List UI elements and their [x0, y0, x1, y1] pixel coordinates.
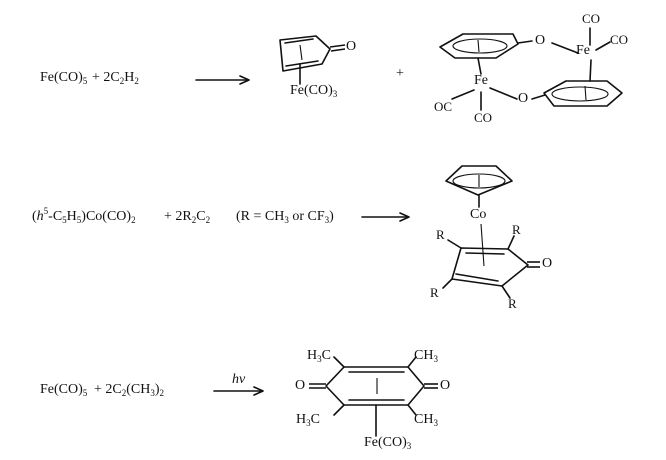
dimer-carbonyl-bottom-1: OC	[434, 99, 453, 114]
reaction-arrow-2-head	[399, 212, 410, 222]
reaction2-product-oxo-label: O	[542, 256, 553, 271]
cyclopentadienone-dimer-rings	[439, 27, 623, 111]
tetrasubstituted-cyclopentadienone-ring	[442, 223, 540, 299]
reaction2-reagent-cpco: (h5-C5H5)Co(CO)2	[32, 206, 136, 225]
dimer-oxygen-top: O	[535, 33, 546, 48]
dimer-carbonyl-bottom-2: CO	[474, 110, 493, 125]
reaction2-product-r-top-left: R	[436, 227, 445, 242]
reaction-arrow-1-head	[239, 75, 250, 85]
reaction3-oxo-right: O	[440, 378, 451, 393]
dimer-iron-top: Fe	[576, 43, 590, 58]
reaction1-product1-metal-label: Fe(CO)3	[290, 83, 338, 99]
dimer-oxygen-bottom: O	[518, 91, 529, 106]
reaction3-condition-light: hv	[232, 372, 246, 387]
reaction2-product-r-bottom-left: R	[430, 285, 439, 300]
reaction3-reagent-iron-pentacarbonyl: Fe(CO)5	[40, 382, 88, 398]
reaction1-reagent-acetylene: + 2C2H2	[92, 70, 139, 86]
reaction2-condition: (R = CH3 or CF3)	[236, 209, 334, 225]
reaction3-methyl-bottom-right: CH3	[414, 412, 438, 428]
reaction-arrow-3-head	[253, 386, 264, 396]
reaction1-plus-sign: +	[396, 66, 404, 81]
reaction3-reagent-butyne: + 2C2(CH3)2	[94, 382, 165, 398]
duroquinone-ring	[309, 356, 438, 437]
cyclopentadienone-ring	[279, 35, 346, 85]
reaction2-product-r-top-right: R	[512, 222, 521, 237]
dimer-carbonyl-top-2: CO	[610, 32, 629, 47]
dimer-iron-bottom: Fe	[474, 73, 488, 88]
reaction3-methyl-top-right: CH3	[414, 348, 438, 364]
reaction1-reagent-iron-pentacarbonyl: Fe(CO)5	[40, 70, 88, 86]
reaction3-methyl-bottom-left: H3C	[296, 412, 320, 428]
reaction1-product1-oxo-label: O	[346, 39, 357, 54]
reaction3-product-metal-label: Fe(CO)3	[364, 435, 412, 451]
dimer-carbonyl-top-1: CO	[582, 11, 601, 26]
reaction3-oxo-left: O	[295, 378, 306, 393]
reaction2-product-cobalt-label: Co	[470, 207, 487, 222]
reaction2-product-r-bottom-right: R	[508, 296, 517, 311]
cyclopentadienyl-cobalt-ring	[445, 165, 513, 208]
reaction3-methyl-top-left: H3C	[307, 348, 331, 364]
reaction2-reagent-alkyne: + 2R2C2	[164, 209, 211, 225]
